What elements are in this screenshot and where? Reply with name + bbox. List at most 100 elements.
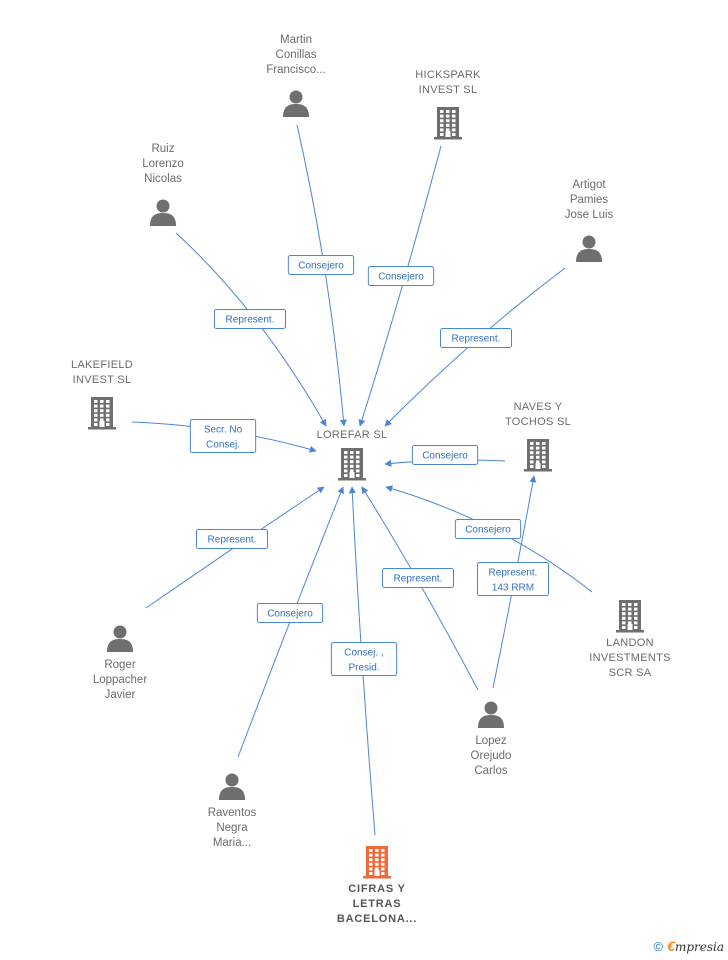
edge-label-ruiz-to-lorefar[interactable]: Represent. — [214, 309, 286, 329]
building-icon — [616, 600, 644, 633]
node-label-martin: Martin — [280, 34, 312, 46]
edge-label-text: Represent. — [226, 315, 275, 326]
node-naves[interactable]: NAVES Y TOCHOS SL — [505, 401, 571, 472]
node-label-landon: INVESTMENTS — [589, 652, 671, 664]
edge-label-martin-to-lorefar[interactable]: Consejero — [287, 255, 355, 275]
empresia-logo-text: mpresia — [674, 940, 724, 954]
node-label-raventos: Negra — [216, 822, 248, 834]
edge-label-text: Represent. — [394, 574, 443, 585]
node-label-cifras: LETRAS — [353, 898, 402, 910]
edge-label-naves-to-lorefar[interactable]: Consejero — [411, 445, 479, 465]
edge-labels-layer: ConsejeroConsejeroRepresent.Represent.Se… — [189, 255, 549, 676]
edge-label-box — [256, 603, 324, 623]
building-icon — [524, 439, 552, 472]
node-cifras[interactable]: CIFRAS Y LETRAS BACELONA... — [337, 846, 417, 925]
person-icon — [107, 625, 133, 652]
node-label-lorefar: LOREFAR SL — [317, 429, 388, 441]
building-icon — [434, 107, 462, 140]
edge-label-box — [367, 266, 435, 286]
person-icon — [219, 773, 245, 800]
empresia-logo-mark: € — [667, 938, 675, 954]
building-icon — [338, 448, 366, 481]
edge-label-roger-to-lorefar[interactable]: Represent. — [196, 529, 268, 549]
edge-label-lopez-to-lorefar[interactable]: Represent. — [382, 568, 454, 588]
node-label-martin: Francisco... — [266, 64, 325, 76]
edge-label-box — [214, 309, 286, 329]
edge-label-text: Represent. — [489, 568, 538, 579]
edge-label-box — [440, 328, 512, 348]
edge-label-hickspark-to-lorefar[interactable]: Consejero — [367, 266, 435, 286]
node-label-ruiz: Lorenzo — [142, 158, 184, 170]
person-icon — [150, 199, 176, 226]
edge-label-text: Secr. No — [204, 425, 243, 436]
node-lorefar[interactable]: LOREFAR SL — [317, 429, 388, 481]
node-label-hickspark: INVEST SL — [419, 84, 478, 96]
edge-label-box — [411, 445, 479, 465]
node-label-lakefield: LAKEFIELD — [71, 359, 133, 371]
empresia-logo: €mpresia — [667, 938, 724, 954]
edge-label-text: Consejero — [298, 261, 344, 272]
node-label-landon: SCR SA — [609, 667, 652, 679]
edge-label-box — [196, 529, 268, 549]
edge-label-box — [382, 568, 454, 588]
node-label-artigot: Artigot — [572, 179, 606, 191]
node-label-naves: TOCHOS SL — [505, 416, 571, 428]
person-icon — [283, 90, 309, 117]
node-label-artigot: Pamies — [570, 194, 609, 206]
node-label-cifras: CIFRAS Y — [348, 883, 406, 895]
edge-label-raventos-to-lorefar[interactable]: Consejero — [256, 603, 324, 623]
node-label-martin: Conillas — [276, 49, 317, 61]
edge-label-lakefield-to-lorefar[interactable]: Secr. No Consej. — [189, 419, 257, 453]
edge-label-text: Consejero — [378, 272, 424, 283]
node-label-landon: LANDON — [606, 637, 654, 649]
node-label-artigot: Jose Luis — [565, 209, 614, 221]
node-label-raventos: Maria... — [213, 837, 251, 849]
edge-label-text: Consejero — [267, 609, 313, 620]
node-label-lopez: Orejudo — [471, 750, 512, 762]
edge-label-text: 143 RRM — [492, 583, 534, 594]
node-label-hickspark: HICKSPARK — [415, 69, 481, 81]
edge-label-landon-to-lorefar[interactable]: Consejero — [454, 519, 522, 539]
node-label-ruiz: Ruiz — [151, 143, 174, 155]
building-icon — [88, 397, 116, 430]
node-label-lakefield: INVEST SL — [73, 374, 132, 386]
edge-label-box — [287, 255, 355, 275]
edge-label-box — [189, 419, 257, 453]
edge-label-artigot-to-lorefar[interactable]: Represent. — [440, 328, 512, 348]
node-hickspark[interactable]: HICKSPARK INVEST SL — [415, 69, 481, 140]
node-label-roger: Loppacher — [93, 674, 148, 686]
edge-label-text: Consejero — [422, 451, 468, 462]
edge-label-box — [454, 519, 522, 539]
node-label-naves: NAVES Y — [514, 401, 563, 413]
copyright-icon: © — [653, 938, 664, 954]
node-label-ruiz: Nicolas — [144, 173, 182, 185]
edge-label-text: Represent. — [208, 535, 257, 546]
edge-label-cifras-to-lorefar[interactable]: Consej. , Presid. — [330, 642, 398, 676]
edge-label-text: Consej. — [206, 440, 240, 451]
node-label-lopez: Lopez — [475, 735, 507, 747]
edge-label-text: Presid. — [348, 663, 379, 674]
node-label-roger: Javier — [105, 689, 136, 701]
node-landon[interactable]: LANDON INVESTMENTS SCR SA — [589, 600, 671, 679]
edge-label-lopez-to-naves[interactable]: Represent. 143 RRM — [477, 562, 549, 596]
edge-label-text: Consej. , — [344, 648, 383, 659]
node-label-lopez: Carlos — [474, 765, 507, 777]
edge-label-text: Represent. — [452, 334, 501, 345]
node-label-cifras: BACELONA... — [337, 913, 417, 925]
node-raventos[interactable]: RaventosNegraMaria... — [208, 773, 257, 850]
edge-hickspark-to-lorefar — [358, 145, 442, 427]
node-label-raventos: Raventos — [208, 807, 257, 819]
edge-label-text: Consejero — [465, 525, 511, 536]
footer-brand: © €mpresia — [654, 938, 724, 954]
node-martin[interactable]: MartinConillasFrancisco... — [266, 34, 326, 117]
node-label-roger: Roger — [104, 659, 135, 671]
building-icon — [363, 846, 391, 879]
person-icon — [576, 235, 602, 262]
node-lakefield[interactable]: LAKEFIELD INVEST SL — [71, 359, 133, 430]
